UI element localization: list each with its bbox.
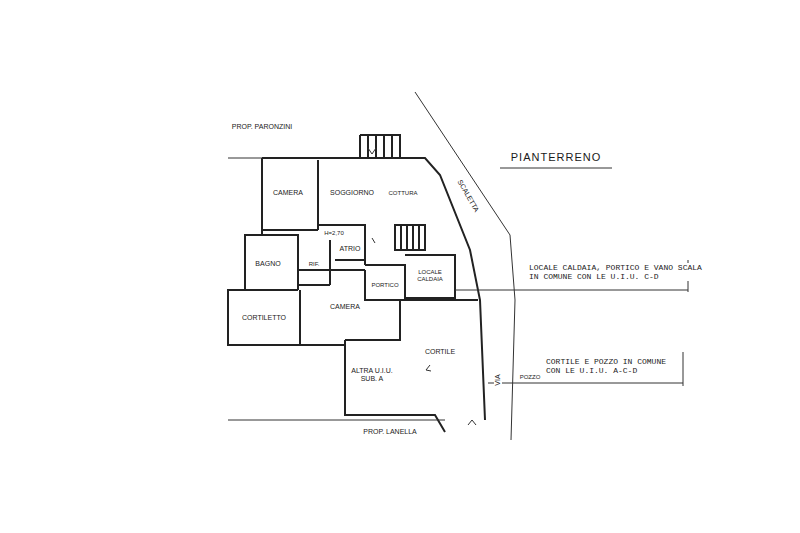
room-label: BAGNO <box>254 260 281 268</box>
bracket <box>683 352 684 386</box>
room-label: VIA <box>494 373 502 386</box>
room-label: SOGGIORNO <box>329 189 375 197</box>
room-label: LOCALE CALDAIA <box>409 269 451 283</box>
room-label: CORTILE <box>424 348 456 356</box>
note-text: LOCALE CALDAIA, PORTICO E VANO SCALA IN … <box>528 263 708 281</box>
wall <box>365 265 405 300</box>
note-text: CORTILE E POZZO IN COMUNE CON LE U.I.U. … <box>545 357 675 375</box>
room-label: CAMERA <box>329 303 361 311</box>
room-label: SCALETTA <box>455 178 481 215</box>
leader-line <box>488 383 683 384</box>
room-label: CAMERA <box>272 189 304 197</box>
room-label: CORTILETTO <box>241 314 287 322</box>
wall <box>405 255 455 298</box>
stair <box>360 135 400 158</box>
wall <box>262 160 365 265</box>
title-underline <box>500 168 612 169</box>
room-label: PORTICO <box>370 282 399 289</box>
room-label: RIF. <box>308 261 321 268</box>
wall <box>298 260 365 345</box>
room-label: COTTURA <box>388 190 419 197</box>
leader-line <box>455 290 688 291</box>
room-label: ATRIO <box>339 245 362 253</box>
plan-title: PIANTERRENO <box>510 151 602 164</box>
room-label: PROP. PARONZINI <box>231 123 293 131</box>
wall <box>228 290 300 345</box>
stair <box>395 225 425 250</box>
room-label: PROP. LANELLA <box>362 428 418 436</box>
wall <box>228 158 300 345</box>
wall <box>405 299 478 301</box>
wall <box>345 300 445 432</box>
room-label: H=2,70 <box>323 230 345 237</box>
room-label: ALTRA U.I.U. SUB. A <box>346 367 398 383</box>
room-label: POZZO <box>519 374 542 381</box>
wall <box>245 235 330 290</box>
boundary-line <box>228 158 445 420</box>
street-line <box>415 92 515 440</box>
